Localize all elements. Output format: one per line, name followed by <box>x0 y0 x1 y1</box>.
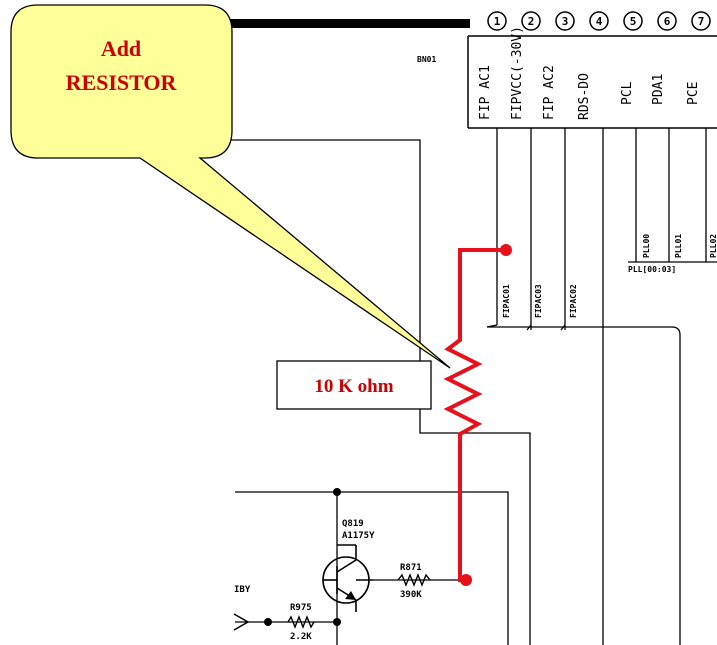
transistor-q819 <box>322 544 373 612</box>
callout-line-2: RESISTOR <box>66 70 178 95</box>
transistor-arrow <box>345 591 356 600</box>
net-pll01: PLL01 <box>674 234 683 258</box>
q819-ref: Q819 <box>342 519 364 529</box>
net-fipac03: FIPAC03 <box>534 284 543 318</box>
q819-part: A1175Y <box>342 531 375 541</box>
pin-4-circle <box>589 11 609 31</box>
net-fipac01: FIPAC01 <box>502 284 511 318</box>
r871-ref: R871 <box>400 563 422 573</box>
signal-rds-do: RDS-DO <box>577 73 592 120</box>
added-wire-top-node <box>500 244 512 256</box>
signal-pcl: PCL <box>620 81 635 105</box>
pin-5-number: 5 <box>630 15 637 28</box>
signal-fipvcc: FIPVCC(-30V) <box>510 26 525 120</box>
pin-7-number: 7 <box>698 15 705 28</box>
left-arrow-fragment <box>233 613 250 631</box>
r975-symbol <box>287 615 315 629</box>
net-fipac02: FIPAC02 <box>569 284 578 318</box>
pin-5-circle <box>623 11 643 31</box>
pin-7-circle <box>691 11 711 31</box>
r975-ref: R975 <box>290 603 312 613</box>
signal-pda1: PDA1 <box>651 74 666 105</box>
pin-2-circle <box>521 11 541 31</box>
junction-dots <box>264 488 341 626</box>
signal-fip-ac1: FIP AC1 <box>478 65 493 120</box>
signal-pce: PCE <box>686 82 701 105</box>
pin-3-circle <box>555 11 575 31</box>
r871-symbol <box>397 573 431 587</box>
partial-label: IBY <box>234 585 251 595</box>
pin-6-circle <box>657 11 677 31</box>
r975-value: 2.2K <box>290 632 312 642</box>
pin-1-circle <box>487 11 507 31</box>
resistor-value-box <box>276 360 432 410</box>
signal-fip-ac2: FIP AC2 <box>542 65 557 120</box>
added-wire-bottom-node <box>460 574 472 586</box>
connector-ref: BN01 <box>417 55 436 64</box>
pin-1-number: 1 <box>494 15 501 28</box>
pin-6-number: 6 <box>664 15 671 28</box>
resistor-value-label: 10 K ohm <box>314 376 393 397</box>
r871-value: 390K <box>400 590 422 600</box>
connector-wires <box>486 128 717 645</box>
pin-2-number: 2 <box>528 15 535 28</box>
connector-pins <box>487 11 711 31</box>
net-pll00: PLL00 <box>642 234 651 258</box>
callout-balloon <box>10 4 451 369</box>
top-thick-bus <box>180 19 470 28</box>
added-resistor-wire <box>443 248 506 582</box>
connector-outline <box>467 35 717 129</box>
pin-4-number: 4 <box>596 15 603 28</box>
net-pll-bus: PLL[00:03] <box>628 265 676 274</box>
callout-line-1: Add <box>101 36 141 61</box>
net-pll02: PLL02 <box>709 234 717 258</box>
pin-3-number: 3 <box>562 15 569 28</box>
